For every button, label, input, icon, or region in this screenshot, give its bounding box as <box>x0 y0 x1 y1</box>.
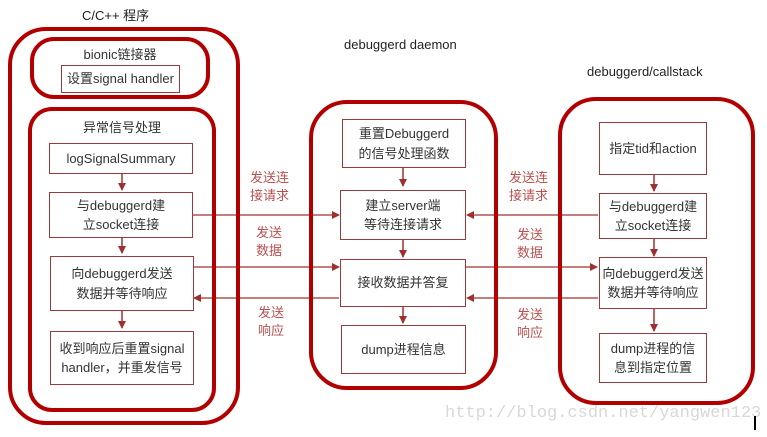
send-data-wait-box-right: 向debuggerd发送 数据并等待响应 <box>599 257 707 309</box>
label-send-data-left: 发送 数据 <box>256 226 283 260</box>
connect-debuggerd-box-right: 与debuggerd建 立socket连接 <box>599 193 707 239</box>
receive-data-reply-box: 接收数据并答复 <box>340 259 466 307</box>
label-send-response-left: 发送 响应 <box>258 306 285 340</box>
server-wait-connection-box: 建立server端 等待连接请求 <box>340 190 466 240</box>
signal-handling-title: 异常信号处理 <box>82 120 161 135</box>
send-data-wait-box-left: 向debuggerd发送 数据并等待响应 <box>50 256 194 311</box>
label-connect-request-left: 发送连 接请求 <box>250 171 290 205</box>
dump-to-location-box: dump进程的信 息到指定位置 <box>599 333 707 383</box>
cpp-program-container <box>8 27 240 425</box>
debuggerd-daemon-container <box>309 100 498 390</box>
reset-handler-resend-box: 收到响应后重置signal handler，并重发信号 <box>50 331 194 385</box>
right-column-title: debuggerd/callstack <box>587 64 703 79</box>
debuggerd-callstack-container <box>558 97 755 405</box>
label-send-data-right: 发送 数据 <box>517 228 544 262</box>
watermark: http://blog.csdn.net/yangwen123 <box>445 404 762 423</box>
label-send-response-right: 发送 响应 <box>517 308 544 342</box>
bionic-linker-title: bionic链接器 <box>83 47 157 62</box>
signal-handling-container <box>28 107 216 412</box>
left-column-title: C/C++ 程序 <box>82 8 150 23</box>
specify-tid-action-box: 指定tid和action <box>599 122 707 175</box>
connect-debuggerd-box-left: 与debuggerd建 立socket连接 <box>49 192 193 238</box>
reset-debuggerd-signal-box: 重置Debuggerd 的信号处理函数 <box>342 119 466 168</box>
bionic-linker-container <box>30 37 210 99</box>
set-signal-handler-box: 设置signal handler <box>61 65 180 93</box>
text-cursor <box>754 416 756 430</box>
log-signal-summary-box: logSignalSummary <box>49 143 193 174</box>
label-connect-request-right: 发送连 接请求 <box>509 171 549 205</box>
dump-process-info-box: dump进程信息 <box>341 325 466 374</box>
middle-column-title: debuggerd daemon <box>344 37 457 52</box>
